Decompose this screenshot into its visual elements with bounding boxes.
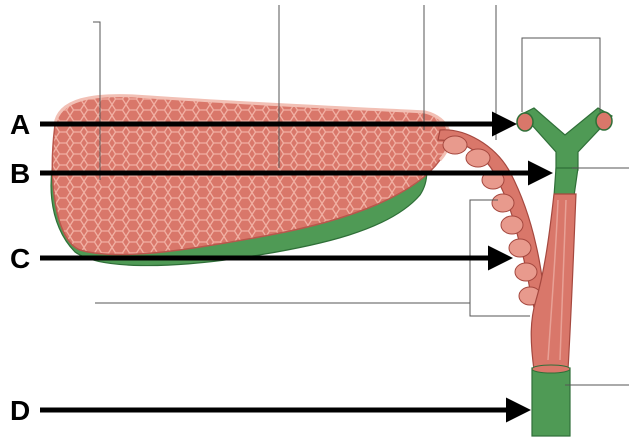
bracket-hepatic (522, 38, 600, 112)
label-d: D (10, 395, 30, 426)
common-bile-duct (531, 194, 576, 436)
left-hepatic-duct-opening (596, 112, 612, 130)
common-hepatic-duct (554, 168, 578, 196)
label-a: A (10, 109, 30, 140)
right-hepatic-duct-opening (517, 113, 533, 131)
spiral-fold (466, 149, 490, 167)
gallbladder (51, 96, 450, 266)
label-b: B (10, 158, 30, 189)
duct-end-opening (532, 365, 570, 373)
cystic-duct (438, 130, 548, 325)
spiral-fold (515, 263, 537, 281)
spiral-fold (443, 136, 467, 154)
label-c: C (10, 243, 30, 274)
common-bile-duct-end (532, 368, 570, 436)
spiral-fold (501, 216, 523, 234)
spiral-fold (492, 194, 514, 212)
spiral-fold (509, 239, 531, 257)
hepatic-ducts (517, 108, 612, 196)
